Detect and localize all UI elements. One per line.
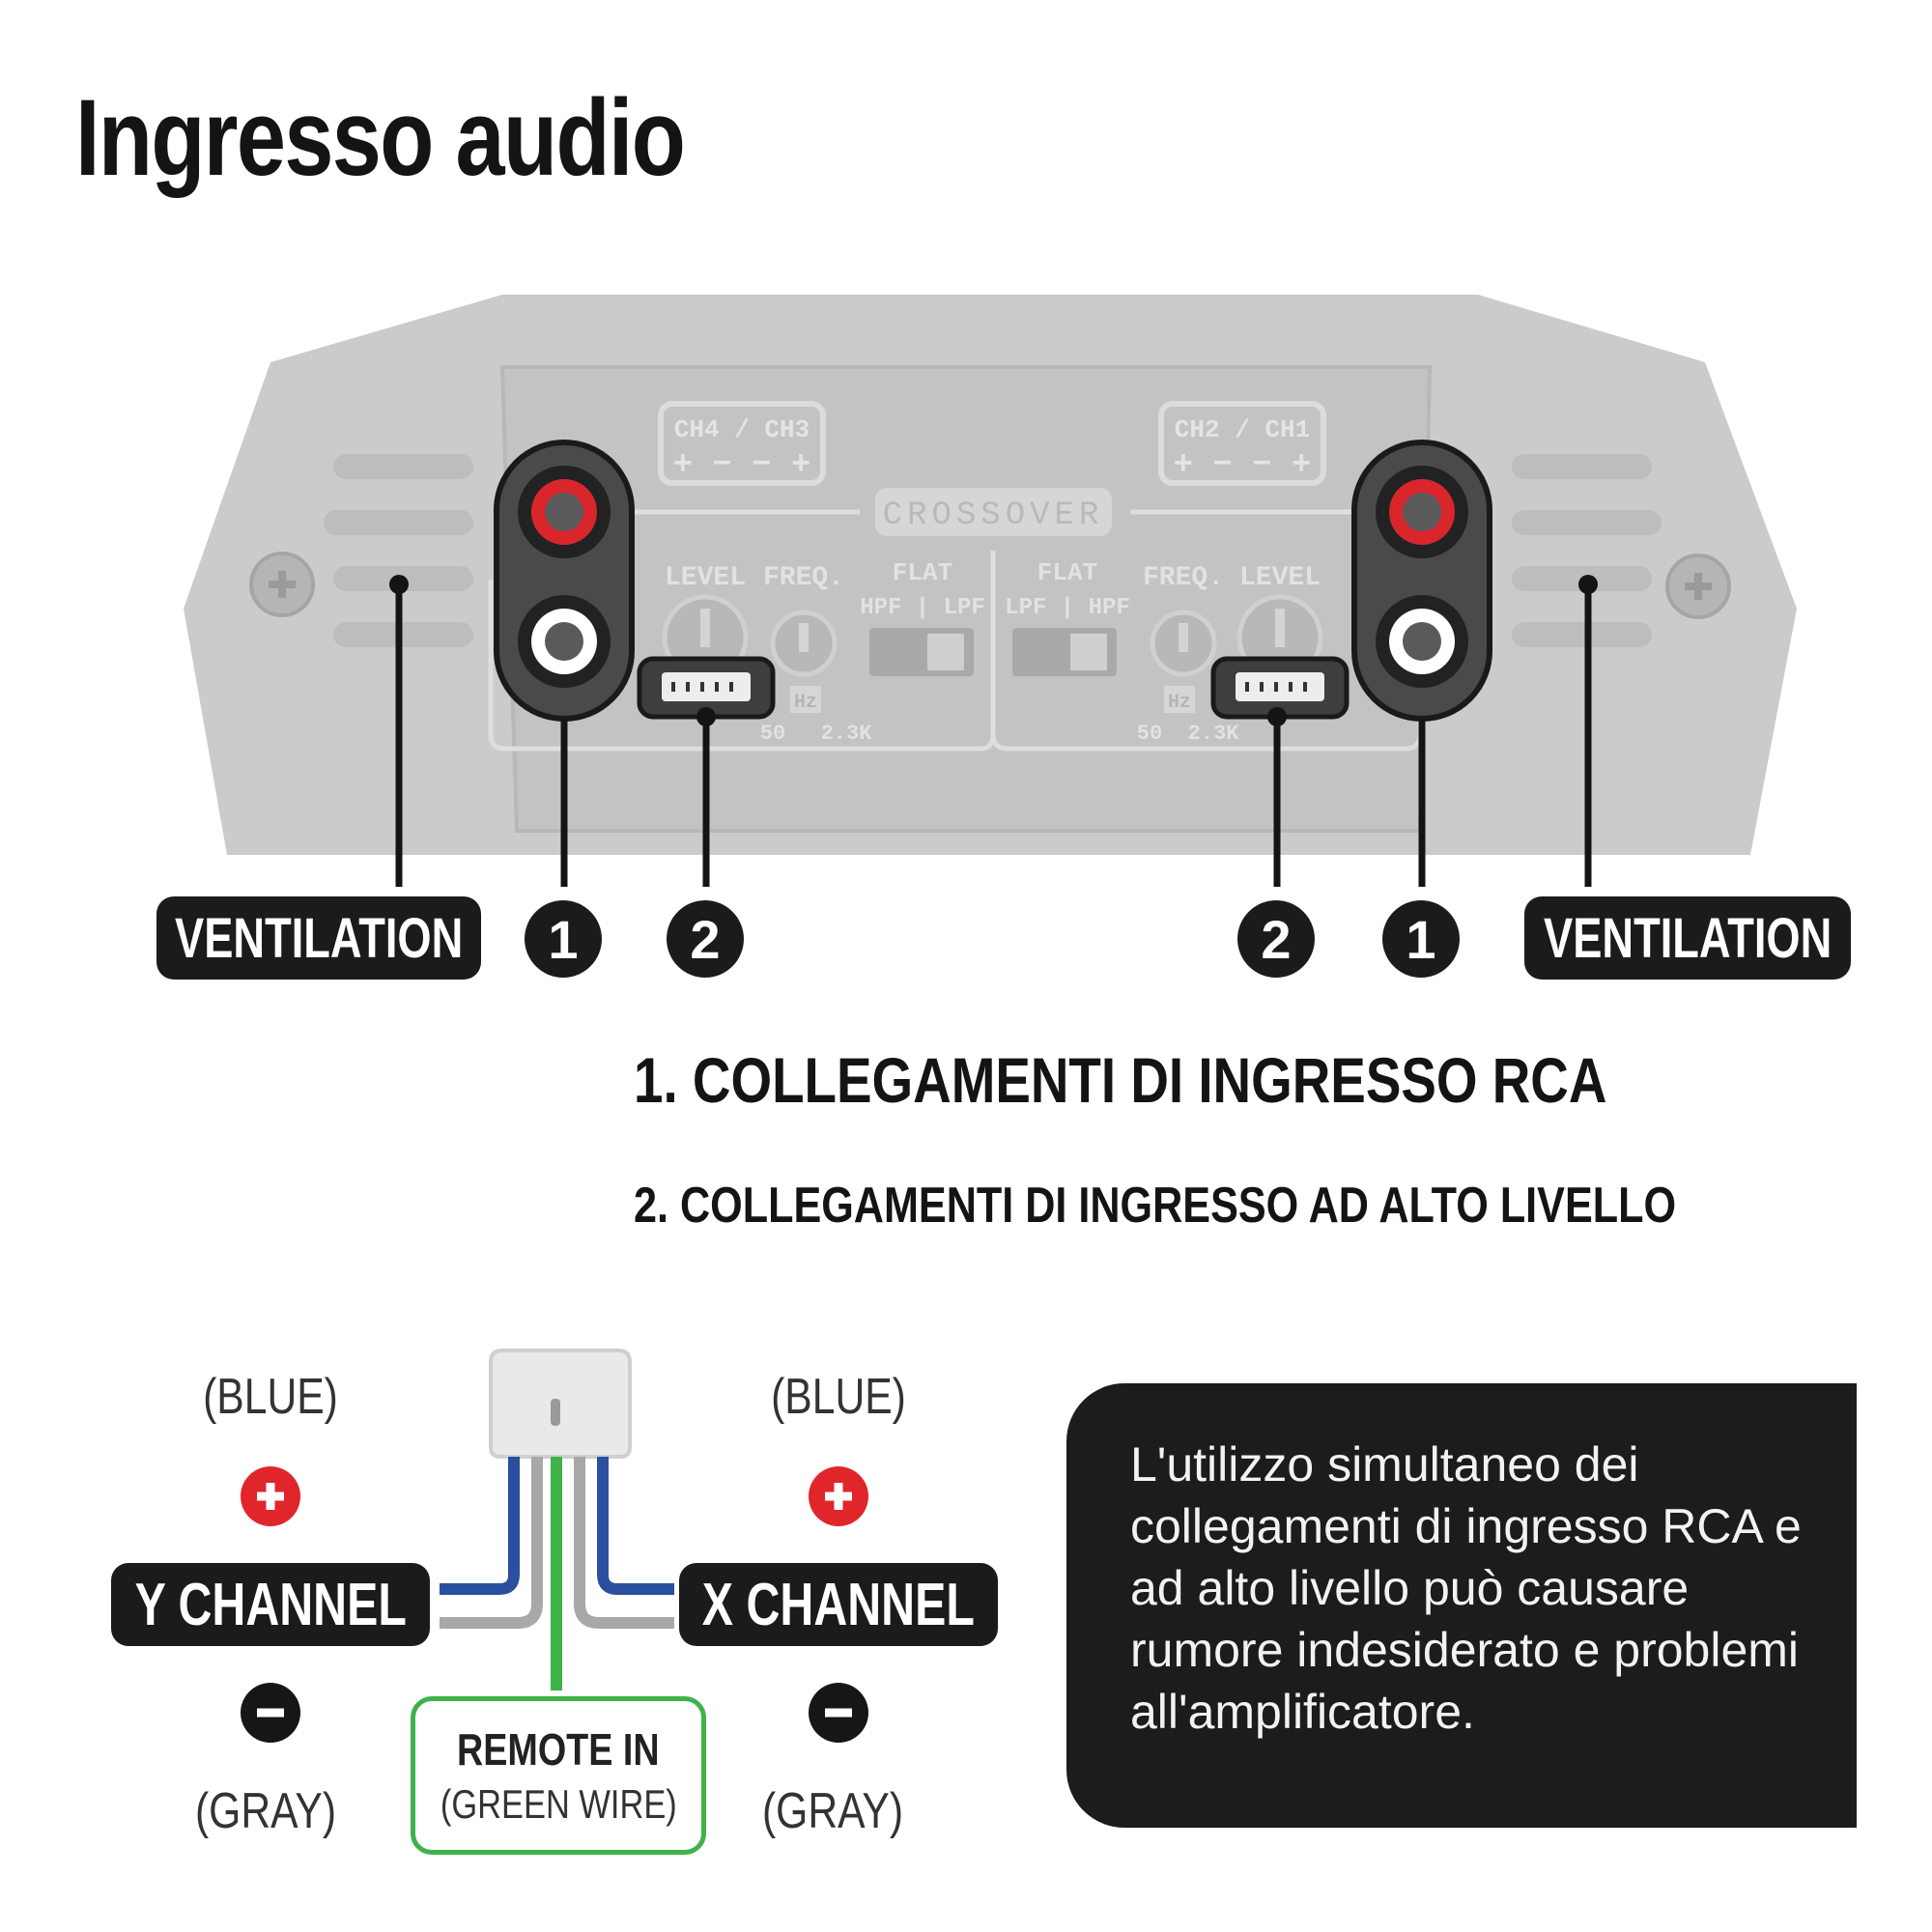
svg-text:Hz: Hz: [1168, 692, 1191, 714]
ventilation-grille-left: [324, 454, 473, 647]
remote-in-wire-color: (GREEN WIRE): [440, 1781, 677, 1827]
legend-item-high-level: 2. COLLEGAMENTI DI INGRESSO AD ALTO LIVE…: [634, 1178, 1677, 1234]
plus-icon-left: [241, 1466, 300, 1526]
page-title: Ingresso audio: [75, 77, 686, 198]
rca-input-jacks-right: [1351, 440, 1492, 722]
plus-icon-right: [809, 1466, 868, 1526]
speaker-terminal-ch2-ch1: CH2 / CH1 + − − +: [1158, 401, 1326, 486]
crossover-label: CROSSOVER: [883, 497, 1104, 534]
svg-text:CH4 / CH3: CH4 / CH3: [674, 415, 810, 444]
remote-in-title: REMOTE IN: [457, 1724, 660, 1775]
minus-icon-left: [241, 1683, 300, 1743]
y-channel-label: Y CHANNEL: [111, 1563, 430, 1646]
high-level-input-connector-right: [1210, 656, 1350, 720]
wire-color-gray-right: (GRAY): [761, 1783, 904, 1839]
amplifier-panel-illustration: CH4 / CH3 + − − + CH2 / CH1 + − − + CROS…: [184, 295, 1797, 887]
rca-input-jacks-left: [494, 440, 635, 722]
callout-number-1-right: 1: [1382, 900, 1460, 978]
svg-text:+ − − +: + − − +: [673, 447, 811, 484]
callout-number-1-left: 1: [525, 900, 602, 978]
ventilation-label-right: VENTILATION: [1524, 896, 1851, 980]
wire-color-blue-right: (BLUE): [771, 1369, 906, 1425]
svg-text:2.3K: 2.3K: [821, 722, 873, 746]
svg-text:FREQ.: FREQ.: [1143, 563, 1224, 593]
mounting-screw-right: [1665, 554, 1731, 619]
warning-box: L'utilizzo simultaneo dei collegamenti d…: [1066, 1383, 1857, 1828]
svg-text:LPF | HPF: LPF | HPF: [1005, 595, 1130, 621]
callout-number-2-left: 2: [667, 900, 744, 978]
blue-wire-right: [597, 1457, 674, 1595]
svg-text:Hz: Hz: [794, 692, 817, 714]
svg-text:CH2 / CH1: CH2 / CH1: [1175, 415, 1310, 444]
svg-text:FREQ.: FREQ.: [763, 563, 844, 593]
svg-text:LEVEL: LEVEL: [1239, 563, 1321, 593]
remote-in-label: REMOTE IN (GREEN WIRE): [411, 1696, 706, 1855]
ventilation-label-left: VENTILATION: [156, 896, 481, 980]
mounting-screw-left: [249, 552, 315, 617]
x-channel-label: X CHANNEL: [679, 1563, 998, 1646]
svg-text:HPF | LPF: HPF | LPF: [860, 595, 985, 621]
svg-text:FLAT: FLAT: [1037, 558, 1097, 587]
svg-text:50: 50: [760, 722, 785, 746]
speaker-terminal-ch4-ch3: CH4 / CH3 + − − +: [658, 401, 826, 486]
callout-number-2-right: 2: [1237, 900, 1315, 978]
svg-text:+ − − +: + − − +: [1174, 447, 1312, 484]
wire-color-gray-left: (GRAY): [194, 1783, 337, 1839]
gray-wire-right: [574, 1457, 674, 1629]
gray-wire-left: [440, 1457, 543, 1629]
warning-text: L'utilizzo simultaneo dei collegamenti d…: [1130, 1437, 1802, 1739]
callout-leader-lines: [395, 584, 1592, 887]
legend-item-rca: 1. COLLEGAMENTI DI INGRESSO RCA: [634, 1044, 1607, 1116]
wiring-harness-illustration: [440, 1349, 674, 1690]
wire-color-blue-left: (BLUE): [203, 1369, 338, 1425]
svg-text:50: 50: [1137, 722, 1162, 746]
svg-text:2.3K: 2.3K: [1188, 722, 1240, 746]
minus-icon-right: [809, 1683, 868, 1743]
svg-text:LEVEL: LEVEL: [665, 563, 746, 593]
blue-wire-left: [440, 1457, 520, 1595]
svg-text:FLAT: FLAT: [893, 558, 952, 587]
